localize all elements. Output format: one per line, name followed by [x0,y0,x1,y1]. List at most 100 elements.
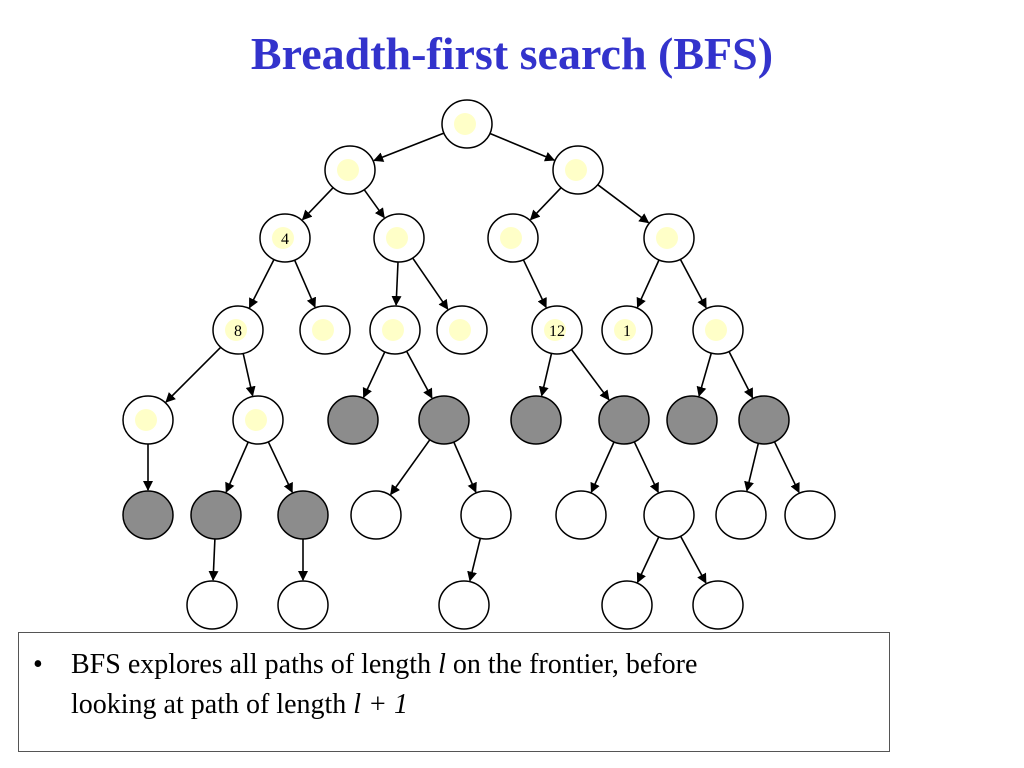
tree-node-visited: 12 [531,305,583,355]
node-circle [460,490,512,540]
edge-n18-n25 [390,439,431,496]
tree-node-visited [643,213,695,263]
tree-node-unexplored [460,490,512,540]
tree-node-visited [369,305,421,355]
node-label: 4 [281,231,289,248]
visited-highlight [565,159,587,181]
bullet-marker: • [33,649,43,680]
tree-node-frontier [122,490,174,540]
visited-highlight [614,319,636,341]
node-circle [738,395,790,445]
tree-edges [143,132,800,584]
bullet-line1-variable: l [438,649,446,680]
node-circle [715,490,767,540]
node-circle [327,395,379,445]
node-label: 12 [549,323,565,340]
edge-n26-n33 [467,538,482,582]
explanation-box: • BFS explores all paths of length l on … [18,632,890,752]
visited-highlight [337,159,359,181]
node-circle [555,490,607,540]
edge-n22-n30 [773,441,800,494]
edge-n28-n34 [636,536,660,584]
node-circle [510,395,562,445]
edge-n5-n11 [522,259,547,309]
tree-node-visited [324,145,376,195]
edge-n1-n4 [363,189,385,219]
slide-title: Breadth-first search (BFS) [250,28,774,79]
tree-node-frontier [738,395,790,445]
tree-node-frontier [418,395,470,445]
edge-n15-n23 [225,441,249,493]
edge-n20-n27 [590,441,615,494]
tree-node-visited [692,305,744,355]
edge-n23-n31 [208,538,219,581]
visited-highlight [386,227,408,249]
tree-node-unexplored [277,580,329,630]
node-circle [598,395,650,445]
edge-n6-n13 [679,259,707,309]
bullet-line1-end: on the frontier, before [445,649,698,680]
node-label: 1 [623,323,631,340]
tree-node-frontier [510,395,562,445]
node-circle [350,490,402,540]
tree-node-unexplored [601,580,653,630]
visited-highlight [225,319,247,341]
edge-n11-n19 [538,353,553,397]
visited-highlight [544,319,566,341]
bullet-line2-text: looking at path of length [71,689,354,720]
visited-highlight [449,319,471,341]
edge-n13-n22 [728,351,754,399]
visited-highlight [705,319,727,341]
node-circle [418,395,470,445]
tree-node-visited [441,99,493,149]
edge-n7-n15 [242,353,256,397]
edge-n11-n20 [570,349,610,401]
tree-node-unexplored [715,490,767,540]
edge-n22-n29 [744,443,760,492]
tree-node-unexplored [784,490,836,540]
tree-node-unexplored [643,490,695,540]
edge-n0-n2 [489,132,556,162]
visited-highlight [382,319,404,341]
edge-n6-n12 [636,259,660,309]
visited-highlight [454,113,476,135]
edge-n9-n17 [362,351,386,399]
tree-node-unexplored [350,490,402,540]
tree-node-visited [552,145,604,195]
edge-n1-n3 [301,187,334,221]
node-circle [122,490,174,540]
edge-n3-n7 [248,259,275,309]
tree-node-visited [299,305,351,355]
visited-highlight [272,227,294,249]
tree-node-unexplored [555,490,607,540]
node-circle [666,395,718,445]
edge-n13-n21 [696,352,713,397]
edge-n9-n18 [405,350,433,399]
visited-highlight [245,409,267,431]
node-circle [438,580,490,630]
tree-node-unexplored [692,580,744,630]
edge-n18-n26 [453,441,477,493]
node-circle [277,580,329,630]
visited-highlight [500,227,522,249]
edge-n3-n8 [293,259,316,308]
bullet-text: BFS explores all paths of length l on th… [71,645,697,725]
visited-highlight [312,319,334,341]
tree-node-visited: 1 [601,305,653,355]
bullet-line1-text: BFS explores all paths of length [71,649,439,680]
tree-node-visited [122,395,174,445]
edge-n4-n10 [412,257,449,310]
tree-node-unexplored [438,580,490,630]
node-circle [186,580,238,630]
edge-n15-n24 [267,441,293,494]
tree-node-frontier [327,395,379,445]
tree-node-frontier [598,395,650,445]
node-circle [190,490,242,540]
bullet-point: • BFS explores all paths of length l on … [33,645,873,725]
node-circle [784,490,836,540]
node-circle [601,580,653,630]
edge-n2-n5 [529,187,562,221]
edge-n0-n1 [373,132,445,162]
